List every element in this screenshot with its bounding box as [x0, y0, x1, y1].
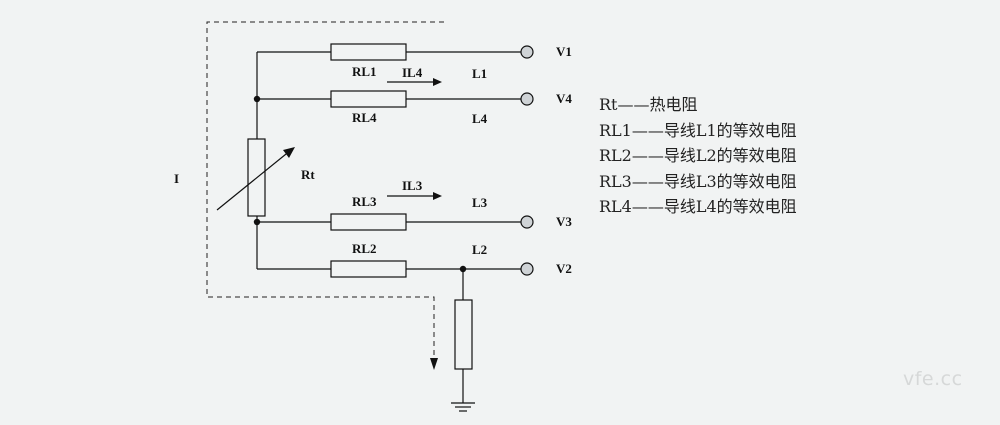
- junction-dot: [253, 95, 261, 103]
- label-rl2: RL2: [352, 241, 377, 256]
- label-l4: L4: [472, 111, 488, 126]
- label-l1: L1: [472, 66, 487, 81]
- label-il3: IL3: [402, 178, 423, 193]
- label-rt: Rt: [301, 167, 315, 182]
- resistor-rl1: [330, 43, 407, 61]
- current-arrowhead: [430, 358, 438, 370]
- rt-arrowhead: [283, 147, 295, 158]
- junction-dot: [253, 218, 261, 226]
- label-il4: IL4: [402, 65, 423, 80]
- label-rl4: RL4: [352, 110, 377, 125]
- il3-arrow-icon: [387, 192, 442, 200]
- legend-item-rl3: RL3——导线L3的等效电阻: [599, 171, 797, 191]
- resistor-rt: [247, 138, 266, 217]
- legend-item-rl1: RL1——导线L1的等效电阻: [599, 120, 797, 140]
- label-v1: V1: [556, 44, 572, 59]
- legend-item-rt: Rt——热电阻: [599, 95, 698, 114]
- terminal-v2: [520, 262, 534, 276]
- current-path-dashed: [206, 21, 444, 360]
- watermark: vfe.cc: [903, 368, 963, 390]
- legend-item-rl4: RL4——导线L4的等效电阻: [599, 197, 797, 216]
- wires: [256, 51, 522, 403]
- label-v4: V4: [556, 91, 572, 106]
- label-rl3: RL3: [352, 194, 377, 209]
- label-current-i: I: [174, 171, 179, 186]
- resistor-ground-load: [454, 299, 473, 370]
- terminal-v4: [520, 92, 534, 106]
- terminal-v3: [520, 215, 534, 229]
- ground-icon: [451, 402, 475, 412]
- resistor-rl3: [330, 213, 407, 231]
- label-l3: L3: [472, 195, 488, 210]
- rt-variable-arrow: [216, 149, 292, 211]
- label-v3: V3: [556, 214, 572, 229]
- resistor-rl2: [330, 260, 407, 278]
- label-l2: L2: [472, 242, 487, 257]
- label-v2: V2: [556, 261, 572, 276]
- label-rl1: RL1: [352, 64, 377, 79]
- legend-item-rl2: RL2——导线L2的等效电阻: [599, 146, 797, 165]
- junction-dot: [459, 265, 467, 273]
- resistor-rl4: [330, 90, 407, 108]
- legend: Rt——热电阻 RL1——导线L1的等效电阻 RL2——导线L2的等效电阻 RL…: [599, 92, 797, 220]
- terminal-v1: [520, 45, 534, 59]
- il4-arrow-icon: [387, 78, 442, 86]
